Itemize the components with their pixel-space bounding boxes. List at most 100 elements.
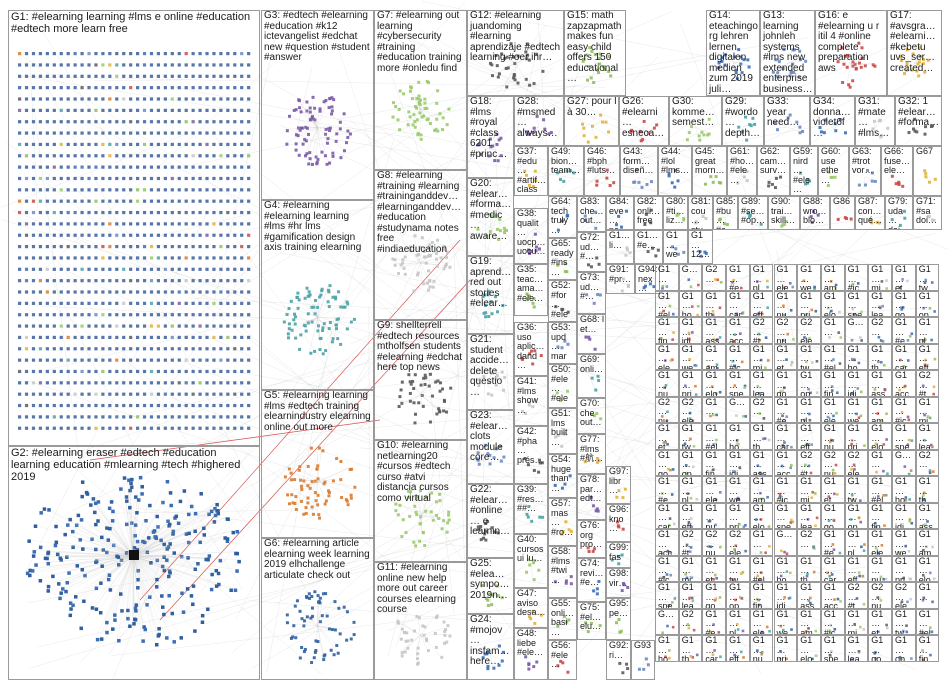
graph-node (136, 569, 140, 573)
graph-node (18, 426, 22, 430)
graph-node (334, 327, 338, 331)
group-label: G1… op… (729, 582, 742, 609)
graph-edge (122, 476, 134, 557)
graph-edge (98, 555, 134, 612)
graph-node (226, 290, 230, 294)
graph-node (122, 381, 126, 385)
graph-node (59, 97, 63, 101)
graph-node (177, 97, 181, 101)
graph-node (31, 120, 36, 124)
group-label: G1… th… (681, 635, 699, 662)
graph-node (87, 154, 91, 158)
group-label: G1… #ic… (847, 264, 860, 291)
graph-node (169, 503, 173, 508)
graph-node (45, 154, 49, 158)
graph-node (308, 157, 312, 161)
graph-edge (59, 555, 134, 559)
graph-edge (126, 555, 134, 617)
group-box-g52: G52: #for… #ele… (548, 280, 577, 322)
graph-node (233, 52, 237, 56)
group-label: G86 (833, 196, 851, 206)
graph-node (205, 210, 209, 215)
graph-node (73, 290, 77, 294)
graph-node (80, 245, 84, 249)
graph-edge (462, 157, 762, 674)
graph-node (198, 188, 202, 192)
graph-node (290, 328, 294, 332)
graph-node (38, 188, 43, 192)
graph-node (233, 142, 237, 147)
graph-node (342, 605, 346, 609)
graph-node (87, 369, 91, 374)
group-box-small: G1… nu… (820, 423, 845, 450)
group-label: G95: pe… (609, 598, 629, 618)
group-box-small: G1… go… (892, 290, 916, 317)
group-box-small: G1… (820, 317, 845, 344)
graph-node (66, 415, 70, 419)
graph-node (313, 349, 317, 353)
graph-node (52, 142, 56, 147)
graph-node (115, 74, 119, 78)
graph-edge (132, 555, 192, 585)
graph-node (187, 512, 191, 517)
graph-node (293, 322, 297, 326)
graph-node (233, 97, 237, 101)
graph-node (293, 312, 297, 316)
group-label: G37: #edu… #artif… class… (517, 146, 547, 195)
group-label: G1… nu… (823, 423, 836, 450)
group-label: G67 (916, 146, 934, 156)
graph-node (198, 290, 202, 294)
graph-node (240, 188, 244, 192)
graph-node (191, 74, 195, 78)
graph-node (219, 154, 223, 158)
graph-node (87, 290, 91, 294)
graph-node (170, 154, 174, 158)
group-box-small: G1… spe… (726, 370, 750, 397)
group-box-g35: G35: teac… ama… #ele… (514, 264, 548, 316)
graph-node (142, 381, 147, 385)
graph-node (109, 500, 114, 504)
graph-node (66, 210, 70, 215)
graph-node (126, 608, 130, 613)
group-box-g44: G44: #lol #lms… (658, 146, 692, 196)
group-label: G1… elo… (871, 423, 884, 450)
graph-node (226, 313, 230, 317)
graph-node (142, 358, 147, 362)
group-box-g93: G93 (631, 640, 655, 680)
group-box-g43: G43: form… diseñ… (620, 146, 658, 196)
group-label: G47: aviso desa… (517, 588, 546, 617)
graph-node (94, 347, 98, 351)
graph-edge (132, 555, 158, 633)
graph-node (24, 52, 29, 56)
graph-node (233, 403, 237, 408)
graph-node (127, 478, 131, 482)
graph-edge (579, 445, 625, 564)
graph-node (70, 529, 75, 534)
group-box-g23: G23: #elear… clots module core… (467, 410, 514, 484)
graph-node (412, 113, 416, 117)
graph-node (413, 125, 417, 129)
group-label: G1… eff… (729, 635, 742, 662)
group-box-g88: G88: wro… blo… (800, 196, 830, 230)
group-box-small: G1… #ic… (820, 608, 845, 635)
graph-node (179, 636, 183, 640)
graph-node (108, 415, 112, 419)
graph-node (142, 245, 147, 249)
graph-node (327, 491, 331, 495)
graph-node (87, 210, 91, 215)
graph-node (163, 403, 167, 408)
group-label: G83: che… out… (580, 196, 604, 225)
graph-node (339, 305, 343, 309)
group-label: G1… pl… (729, 608, 746, 635)
group-box-small: G1… th… (749, 423, 774, 450)
graph-edge (273, 405, 634, 606)
group-label: G1… spe… (895, 423, 910, 450)
graph-node (305, 152, 309, 156)
graph-node (108, 335, 112, 340)
group-box-g48: G48: liebe #ele… (514, 628, 548, 680)
graph-node (24, 188, 29, 192)
graph-node (170, 97, 174, 101)
graph-node (233, 392, 237, 396)
graph-node (219, 142, 223, 147)
graph-node (129, 267, 133, 271)
